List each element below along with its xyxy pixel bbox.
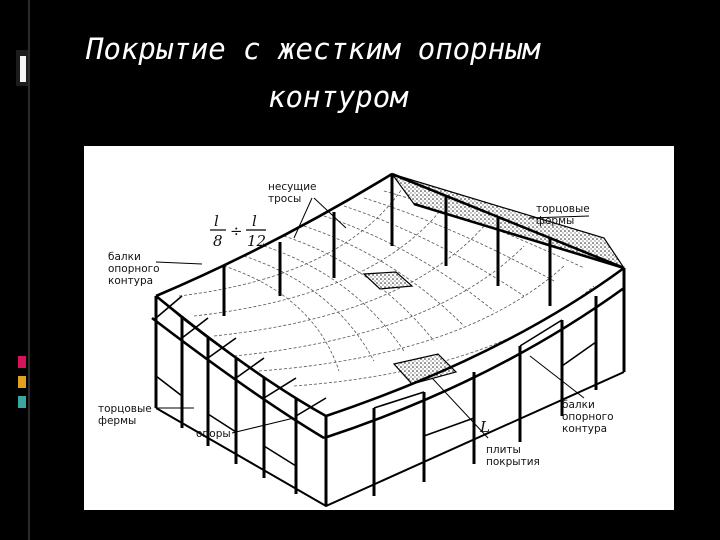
accent-square-orange — [18, 376, 26, 388]
accent-square-red — [18, 356, 26, 368]
label-slabs-1: плиты — [486, 444, 521, 456]
label-slabs-2: покрытия — [486, 456, 540, 468]
ratio-denominator-right: 12 — [247, 232, 266, 250]
label-contour-beams-left-2: опорного — [108, 263, 160, 275]
label-end-trusses-left-2: фермы — [98, 415, 136, 427]
slide-title-line-2: контуром — [268, 80, 408, 114]
label-end-trusses-top-2: фермы — [536, 215, 574, 227]
label-contour-beams-right-2: опорного — [562, 411, 614, 423]
label-contour-beams-right-1: балки — [562, 399, 595, 411]
roof-structure-drawing: несущие тросы торцовые фермы балки опорн… — [84, 146, 674, 510]
sag-ratio-formula: l 8 ÷ l 12 — [210, 212, 266, 250]
ratio-numerator-left: l — [214, 212, 219, 230]
label-contour-beams-left-1: балки — [108, 251, 141, 263]
accent-square-teal — [18, 396, 26, 408]
support-columns — [154, 174, 626, 506]
label-span: L — [479, 418, 490, 436]
ground-line — [155, 371, 625, 508]
label-contour-beams-left-3: контура — [108, 275, 153, 287]
slab-center — [362, 271, 414, 290]
slab-front — [392, 353, 458, 385]
slide-title-line-1: Покрытие с жестким опорным — [86, 32, 540, 66]
end-truss-braces — [155, 295, 597, 467]
label-carrying-cables-2: тросы — [268, 193, 301, 205]
ratio-separator: ÷ — [230, 222, 243, 240]
label-end-trusses-top-1: торцовые — [536, 203, 590, 215]
accent-bar-highlight — [20, 56, 26, 82]
label-carrying-cables-1: несущие — [268, 181, 317, 193]
leader-lines — [155, 197, 590, 439]
slide-title: Покрытие с жестким опорным контуром — [30, 26, 720, 210]
ratio-numerator-right: l — [252, 212, 257, 230]
label-supports: опоры — [196, 428, 231, 440]
label-end-trusses-left-1: торцовые — [98, 403, 152, 415]
label-contour-beams-right-3: контура — [562, 423, 607, 435]
drawing-svg: несущие тросы торцовые фермы балки опорн… — [98, 172, 626, 508]
left-divider-line — [28, 0, 30, 540]
ratio-denominator-left: 8 — [213, 232, 223, 250]
